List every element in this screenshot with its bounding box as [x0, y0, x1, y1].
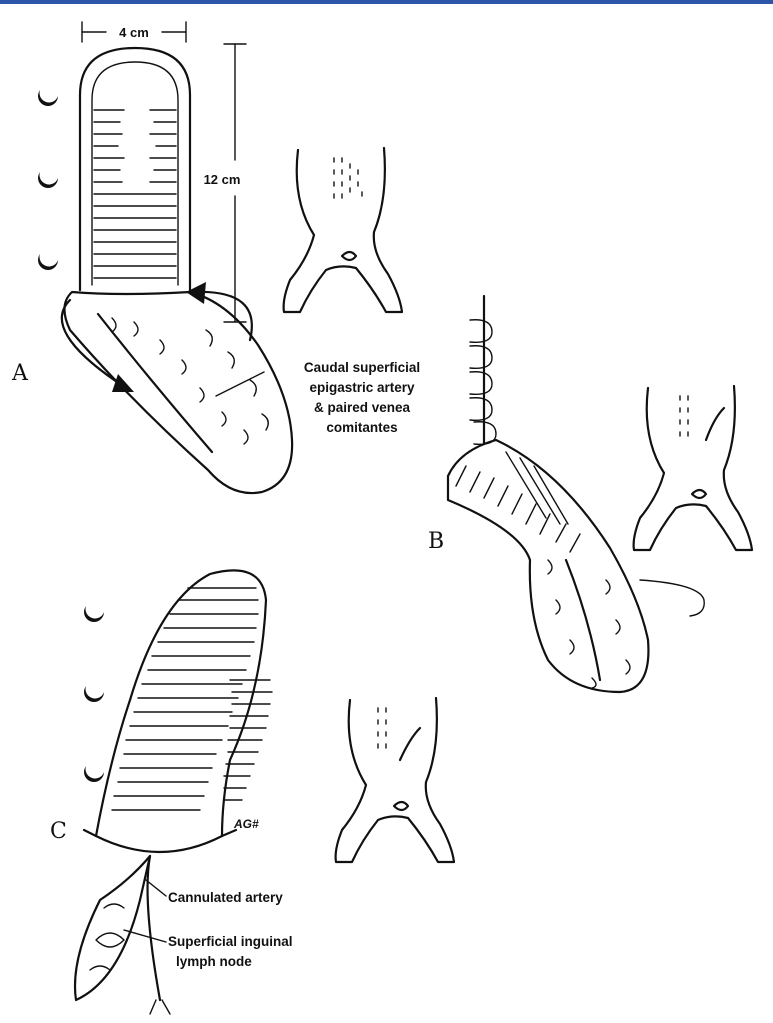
lymph-node-detail: [90, 904, 124, 970]
flap-b-lobules: [548, 560, 630, 688]
flap-inner-outline: [92, 62, 178, 285]
dog-outline-a: [284, 148, 402, 312]
lymph-leader-line: [124, 930, 166, 942]
crescent-icon: [84, 766, 104, 782]
lymph-node-tissue: [75, 856, 150, 1000]
flap-base: [64, 292, 292, 493]
crescent-icon: [38, 172, 58, 188]
flap-b-body: [448, 440, 648, 692]
flap-b-vessel: [566, 560, 600, 680]
length-label: 12 cm: [204, 172, 241, 187]
dog-outline-b: [634, 386, 752, 550]
svg-text:& paired venea: & paired venea: [314, 400, 411, 415]
flap-b-tail: [640, 580, 704, 616]
crescent-icon: [84, 606, 104, 622]
width-dimension: 4 cm: [82, 22, 186, 42]
panel-a-label: A: [11, 361, 29, 386]
lymph-label-line1: Superficial inguinal: [168, 934, 293, 949]
rotation-arrow: [62, 300, 120, 384]
svg-text:Caudal superficial: Caudal superficial: [304, 360, 420, 375]
cannulated-artery-label: Cannulated artery: [168, 890, 283, 905]
panel-c-label: C: [50, 819, 67, 844]
cannulated-vessel: [148, 856, 160, 1000]
panel-b: B: [428, 296, 704, 692]
flap-hatching: [94, 110, 176, 278]
dog-outline-c: [336, 698, 454, 862]
crescent-icon: [38, 90, 58, 106]
cannula-tip: [150, 1000, 170, 1014]
artist-signature: AG#: [233, 817, 259, 831]
tube-flap-ends: [84, 830, 236, 836]
cannulated-leader-line: [146, 880, 166, 896]
panel-c: C AG# Cannulated artery Superficial ingu…: [50, 570, 293, 1014]
arrow-head-icon: [112, 374, 134, 392]
width-label: 4 cm: [119, 25, 149, 40]
panel-b-label: B: [428, 529, 444, 554]
crescent-icon: [84, 686, 104, 702]
panel-a: 4 cm 12 cm Caudal: [11, 22, 420, 493]
artery-leader-line: [216, 372, 264, 396]
svg-text:comitantes: comitantes: [326, 420, 397, 435]
svg-text:epigastric artery: epigastric artery: [309, 380, 415, 395]
artery-label: Caudal superficial epigastric artery & p…: [304, 360, 420, 435]
crescent-icon: [38, 254, 58, 270]
lymph-label-line2: lymph node: [176, 954, 252, 969]
length-dimension: 12 cm: [204, 44, 246, 322]
flap-b-hatching: [456, 452, 580, 552]
